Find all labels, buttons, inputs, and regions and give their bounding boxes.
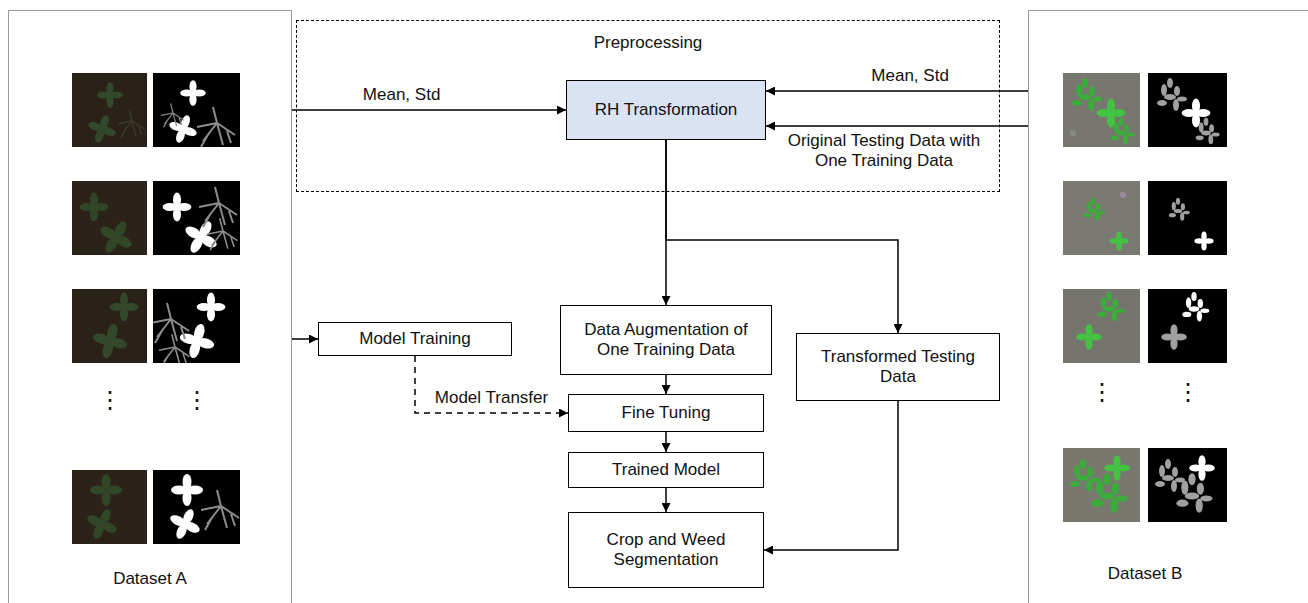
process-box: Fine Tuning [568,394,764,432]
connector-arrow [415,356,568,413]
process-box: Trained Model [568,452,764,488]
edge-label: Original Testing Data with One Training … [781,131,987,172]
dataset-panel: Dataset B [1028,10,1308,603]
node-text: Trained Model [612,460,720,480]
node-text: Fine Tuning [622,403,711,423]
ellipsis-mark: ⋮ [185,388,209,412]
ellipsis-mark: ⋮ [1176,380,1200,404]
process-box: Crop and Weed Segmentation [568,512,764,588]
connector-arrow [292,338,318,340]
process-box: Transformed Testing Data [796,333,1000,401]
connector-arrow [665,375,667,394]
dataset-panel: Dataset A [8,10,292,603]
node-text: Dataset B [1108,564,1183,584]
edge-label: Mean, Std [868,66,952,86]
ellipsis-mark: ⋮ [1090,380,1114,404]
node-text: Data Augmentation of One Training Data [568,320,764,361]
connector-arrow [665,488,667,512]
ellipsis-mark: ⋮ [98,388,122,412]
node-text: RH Transformation [595,100,738,120]
node-text: Model Training [359,329,471,349]
node-text: Transformed Testing Data [804,347,992,388]
process-box: Model Training [318,322,512,356]
connector-arrow [766,125,1028,127]
connector-arrow [292,109,566,111]
process-box: RH Transformation [566,80,766,140]
node-text: Preprocessing [594,33,703,53]
edge-label: Mean, Std [360,85,444,105]
connector-arrow [764,401,898,550]
process-box: Data Augmentation of One Training Data [560,305,772,375]
node-text: Dataset A [113,569,187,589]
connector-arrow [665,432,667,452]
edge-label: Model Transfer [432,388,551,408]
node-text: Crop and Weed Segmentation [576,530,756,571]
connector-arrow [766,90,1028,92]
